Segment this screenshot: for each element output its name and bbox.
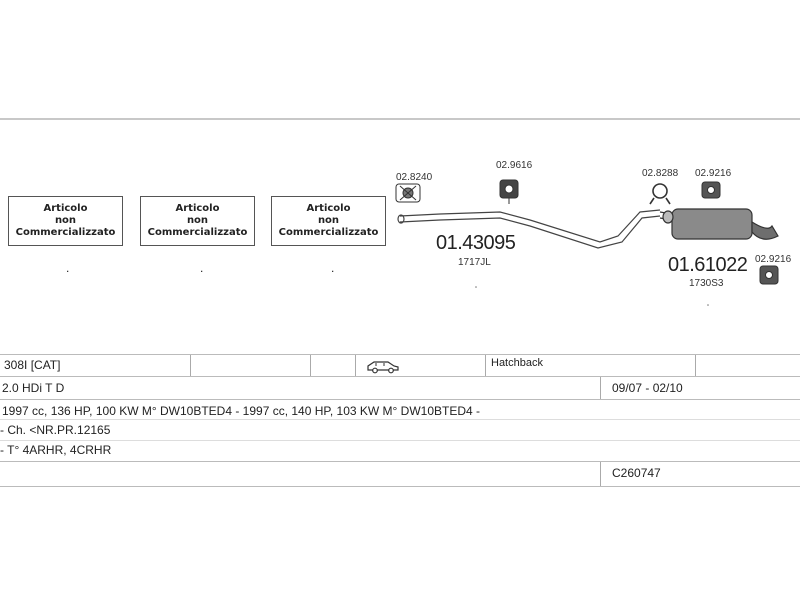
vehicle-years: 09/07 - 02/10 [612, 381, 683, 395]
rubber-hanger-top-icon [701, 181, 721, 199]
car-icon [367, 361, 399, 374]
box-not-available-1: Articolo non Commercializzato [8, 196, 123, 246]
box-line1: Articolo [306, 203, 351, 214]
rear-silencer [659, 208, 779, 240]
vehicle-body-type: Hatchback [491, 357, 543, 369]
part-code-clamp-left: 02.8240 [396, 172, 433, 183]
vehicle-type: - T° 4ARHR, 4CRHR [0, 443, 112, 457]
part-code-clamp-right: 02.8288 [642, 168, 679, 179]
box-not-available-3: Articolo non Commercializzato [271, 196, 386, 246]
part-code-hanger-mid: 02.9616 [496, 160, 533, 171]
clamp-ring-icon [649, 183, 671, 205]
catalog-code: C260747 [612, 466, 661, 480]
part-code-front-pipe: 01.43095 [436, 232, 516, 254]
table-rule [0, 354, 800, 355]
vehicle-specs: 1997 cc, 136 HP, 100 KW M° DW10BTED4 - 1… [2, 404, 481, 418]
box-not-available-2: Articolo non Commercializzato [140, 196, 255, 246]
part-code-rear-silencer: 01.61022 [668, 254, 748, 276]
vehicle-chassis: - Ch. <NR.PR.12165 [0, 423, 111, 437]
box-line2: non [186, 215, 209, 226]
box-dot-2: . [200, 261, 204, 275]
box-line2: non [317, 215, 340, 226]
box-line1: Articolo [43, 203, 88, 214]
box-line2: non [54, 215, 77, 226]
part-ref-rear-silencer: 1730S3 [689, 278, 724, 289]
box-line3: Commercializzato [278, 227, 379, 238]
position-dot [707, 304, 709, 306]
box-line3: Commercializzato [147, 227, 248, 238]
clamp-icon [395, 183, 421, 203]
exhaust-diagram [395, 179, 779, 306]
column-divider [600, 462, 601, 486]
position-dot [475, 286, 477, 288]
rubber-hanger-icon [499, 179, 519, 204]
column-divider [355, 355, 356, 376]
part-code-hanger-right-top: 02.9216 [695, 168, 732, 179]
column-divider [310, 355, 311, 376]
vehicle-model: 308I [CAT] [4, 358, 61, 372]
table-rule [0, 461, 800, 462]
top-rule [0, 118, 800, 120]
box-line1: Articolo [175, 203, 220, 214]
table-rule [0, 399, 800, 400]
column-divider [485, 355, 486, 376]
box-dot-3: . [331, 261, 335, 275]
column-divider [190, 355, 191, 376]
table-rule [0, 419, 800, 420]
table-rule [0, 486, 800, 487]
vehicle-engine: 2.0 HDi T D [2, 381, 65, 395]
part-code-hanger-right-bottom: 02.9216 [755, 254, 792, 265]
front-pipe [397, 209, 661, 249]
part-ref-front-pipe: 1717JL [458, 257, 491, 268]
column-divider [695, 355, 696, 376]
table-rule [0, 376, 800, 377]
box-line3: Commercializzato [15, 227, 116, 238]
box-dot-1: . [66, 261, 70, 275]
column-divider [600, 377, 601, 399]
rubber-hanger-bottom-icon [759, 265, 779, 285]
table-rule [0, 440, 800, 441]
